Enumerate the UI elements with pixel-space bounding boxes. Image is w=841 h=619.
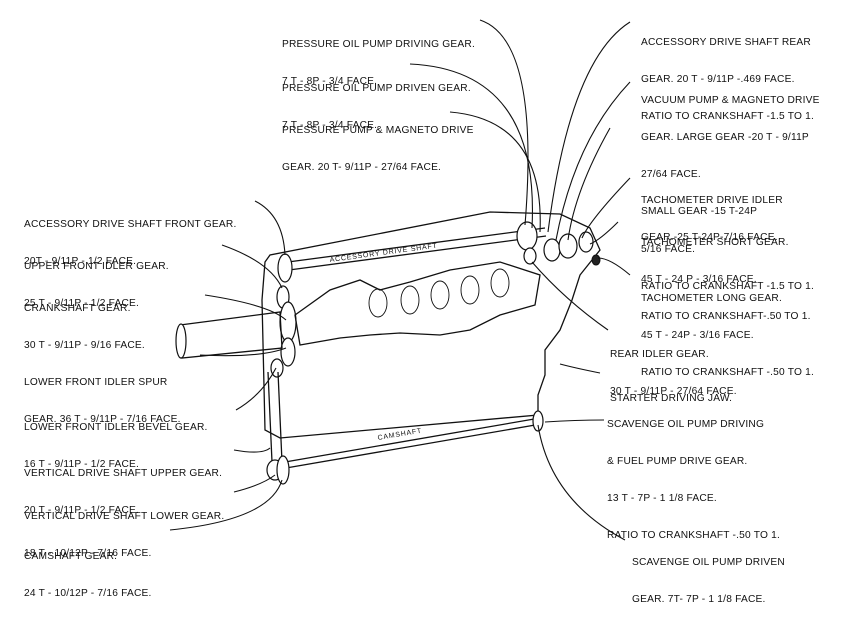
label-starter-driving-jaw: STARTER DRIVING JAW.	[610, 392, 733, 404]
label-pressure-oil-pump-driving-gear: PRESSURE OIL PUMP DRIVING GEAR. 7 T - 8P…	[282, 38, 476, 88]
label-tachometer-short-gear: TACHOMETER SHORT GEAR. 45 T - 24 P - 3/1…	[641, 236, 811, 323]
label-scavenge-oil-pump-driven-gear: SCAVENGE OIL PUMP DRIVEN GEAR. 7T- 7P - …	[632, 556, 785, 606]
label-lower-front-idler-bevel-gear: LOWER FRONT IDLER BEVEL GEAR. 16 T - 9/1…	[24, 421, 208, 471]
engine-outline	[261, 211, 601, 439]
camshaft: CAMSHAFT	[276, 410, 544, 485]
label-accessory-drive-front-gear: ACCESSORY DRIVE SHAFT FRONT GEAR. 20T - …	[24, 218, 237, 268]
gear-train-drawing: ACCESSORY DRIVE SHAFT CAMSHAFT	[169, 19, 631, 541]
accessory-shaft-tag: ACCESSORY DRIVE SHAFT	[329, 243, 438, 264]
label-pressure-oil-pump-driven-gear: PRESSURE OIL PUMP DRIVEN GEAR. 7 T - 8P …	[282, 82, 471, 132]
label-vacuum-pump-magneto-drive-gear: VACUUM PUMP & MAGNETO DRIVE GEAR. LARGE …	[641, 94, 820, 292]
label-camshaft-gear: CAMSHAFT GEAR. 24 T - 10/12P - 7/16 FACE…	[24, 550, 152, 600]
leader-lines	[169, 19, 631, 541]
label-crankshaft-gear: CRANKSHAFT GEAR. 30 T - 9/11P - 9/16 FAC…	[24, 302, 145, 352]
label-vertical-drive-shaft-upper-gear: VERTICAL DRIVE SHAFT UPPER GEAR. 20 T - …	[24, 467, 223, 517]
crankshaft	[175, 261, 541, 359]
label-upper-front-idler-gear: UPPER FRONT IDLER GEAR. 25 T - 9/11P - 1…	[24, 260, 169, 310]
label-lower-front-idler-spur-gear: LOWER FRONT IDLER SPUR GEAR. 36 T - 9/11…	[24, 376, 181, 426]
label-scavenge-oil-pump-driving-gear: SCAVENGE OIL PUMP DRIVING & FUEL PUMP DR…	[607, 418, 781, 542]
label-pressure-pump-magneto-drive-gear: PRESSURE PUMP & MAGNETO DRIVE GEAR. 20 T…	[282, 124, 474, 174]
label-tachometer-drive-idler-gear: TACHOMETER DRIVE IDLER GEAR.-25 T-24P-7/…	[641, 194, 783, 244]
label-accessory-drive-shaft-rear-gear: ACCESSORY DRIVE SHAFT REAR GEAR. 20 T - …	[641, 36, 815, 123]
label-tachometer-long-gear: TACHOMETER LONG GEAR. 45 T - 24P - 3/16 …	[641, 292, 815, 379]
label-rear-idler-gear: REAR IDLER GEAR. 30 T - 9/11P - 27/64 FA…	[610, 348, 737, 398]
label-vertical-drive-shaft-lower-gear: VERTICAL DRIVE SHAFT LOWER GEAR. 18 T - …	[24, 510, 225, 560]
front-gear-stack	[270, 253, 297, 378]
